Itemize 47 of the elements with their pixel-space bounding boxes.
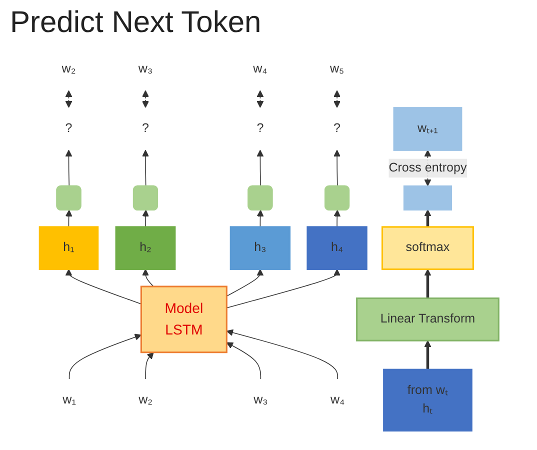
arrow <box>65 150 72 187</box>
node-box <box>230 226 291 270</box>
node-text: w₂ <box>138 393 153 406</box>
node-text: w₂ <box>62 62 76 76</box>
arrow <box>226 268 264 297</box>
arrow <box>424 209 432 227</box>
arrow <box>334 90 341 108</box>
arrow <box>65 210 72 228</box>
arrow <box>226 329 338 380</box>
flowchart-diagram: Cross entropy w₂ w₃ w₄ w₅ ? ? ? ? h₁ h₂ h₃ h₄ Model LSTM w₁ w₂ w₃ w₄ wₜ₊₁ softmax Linear Transform from wₜ hₜ <box>32 42 505 437</box>
node-box <box>382 226 474 270</box>
node-box <box>306 226 368 270</box>
node-text: w₅ <box>330 62 344 76</box>
node-box <box>38 226 99 270</box>
node-box <box>115 226 176 270</box>
node-text: w₃ <box>138 62 153 76</box>
arrow <box>68 334 142 380</box>
arrow <box>424 340 432 370</box>
arrow <box>334 150 341 187</box>
arrow <box>256 90 264 108</box>
arrow <box>226 268 341 308</box>
node-text: ? <box>256 122 264 136</box>
arrow <box>65 268 142 304</box>
node-box <box>140 286 228 354</box>
node-bar <box>403 185 452 210</box>
node-text: w₄ <box>253 62 268 76</box>
node-box <box>393 107 462 151</box>
arrow <box>226 342 262 380</box>
arrow <box>334 210 341 228</box>
diagram-title: Predict Next Token <box>10 6 262 40</box>
arrow <box>142 210 150 228</box>
node-text: ? <box>334 122 341 136</box>
node-text: ? <box>65 122 72 136</box>
arrow <box>142 150 149 187</box>
arrow <box>65 90 72 108</box>
node-box <box>356 297 500 342</box>
node-text: w₁ <box>62 393 76 406</box>
arrow <box>142 268 154 287</box>
arrow <box>145 352 154 380</box>
node-text: w₄ <box>330 393 345 406</box>
arrow <box>256 150 264 187</box>
arrow <box>256 210 264 228</box>
arrow <box>142 90 149 108</box>
node-text: ? <box>142 122 150 136</box>
arrow <box>424 268 432 298</box>
node-text: w₃ <box>254 393 268 406</box>
node-box <box>383 368 472 432</box>
